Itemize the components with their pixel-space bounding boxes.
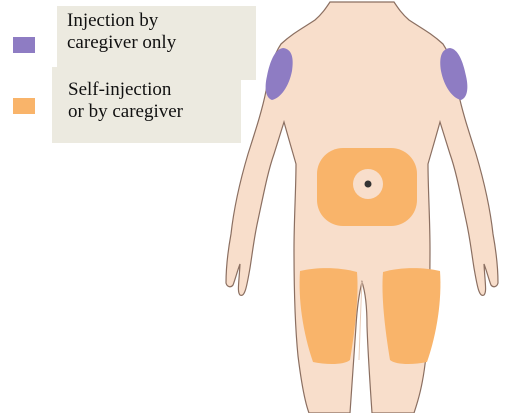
legend-swatch-self-or-caregiver [13,98,35,114]
legend-label-self-or-caregiver: Self-injection or by caregiver [52,67,241,143]
right-thigh-site [382,268,440,364]
legend-swatch-caregiver-only [13,37,35,53]
navel-dot [365,181,372,188]
